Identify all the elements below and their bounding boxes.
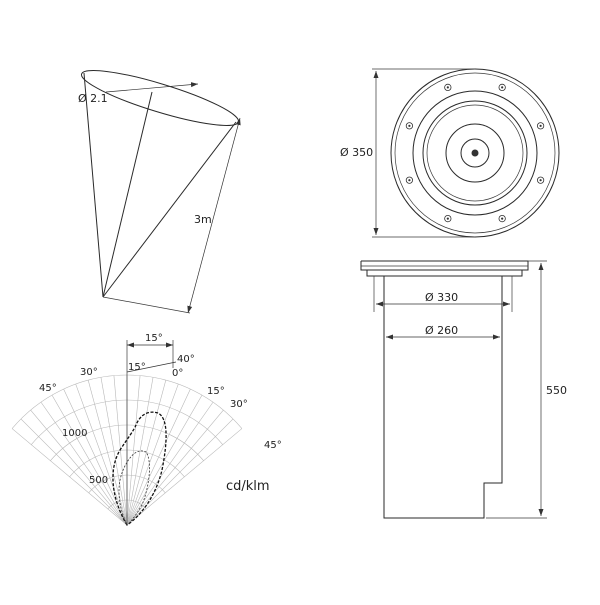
screw-hole xyxy=(536,176,545,184)
angle-label-0: 0° xyxy=(172,368,183,379)
luminaire-side-view: Ø 330 Ø 260 550 xyxy=(360,260,567,519)
top-view-diameter-label: Ø 350 xyxy=(340,146,373,159)
beam-diameter-line xyxy=(105,82,199,93)
polar-grid-spoke xyxy=(126,380,167,526)
polar-light-distribution: 15° 40° 15° 0° 30° 45° 15° 30° 45° 1000 … xyxy=(11,333,282,526)
screw-hole xyxy=(498,83,506,92)
cone-edge-center xyxy=(102,91,153,298)
polar-grid-spoke xyxy=(126,428,243,526)
beam-diameter-label: Ø 2.1 xyxy=(78,92,108,105)
unit-label: cd/klm xyxy=(226,479,270,494)
light-distribution-curve-inner xyxy=(118,450,150,526)
angle-label-40: 40° xyxy=(177,354,195,365)
polar-grid-spoke xyxy=(11,428,128,526)
screw-hole xyxy=(498,214,506,223)
polar-grid-spoke xyxy=(126,388,191,526)
screw-holes xyxy=(405,83,545,223)
polar-grid-spoke xyxy=(126,394,203,526)
polar-grid-spoke xyxy=(126,409,224,526)
outer-diameter-label: Ø 330 xyxy=(425,291,458,304)
polar-grid-spoke xyxy=(63,388,128,526)
polar-grid-spoke xyxy=(30,409,128,526)
screw-hole xyxy=(444,83,452,92)
polar-grid-spoke xyxy=(75,383,128,526)
polar-grid-spoke xyxy=(51,394,128,526)
angle-label-30-left: 30° xyxy=(80,367,98,378)
polar-grid-spoke xyxy=(126,375,141,526)
angle-label-15-inner: 15° xyxy=(128,362,146,373)
polar-grid-spoke xyxy=(40,401,128,526)
body-outline xyxy=(383,276,503,519)
dimension-40-line xyxy=(126,361,177,373)
radial-label-500: 500 xyxy=(89,475,108,486)
luminaire-top-view: Ø 350 xyxy=(340,68,560,238)
angle-label-15-right: 15° xyxy=(207,386,225,397)
distance-dimension-line xyxy=(187,117,241,314)
angle-label-45-left: 45° xyxy=(39,383,57,394)
inner-diameter-label: Ø 260 xyxy=(425,324,458,337)
cone-edge-left xyxy=(83,72,104,298)
screw-hole xyxy=(405,176,414,184)
polar-grid-spoke xyxy=(20,418,128,526)
light-distribution-curve xyxy=(112,411,167,526)
cone-edge-right xyxy=(102,121,237,298)
polar-grid-spoke xyxy=(87,380,128,526)
angle-label-45-right: 45° xyxy=(264,440,282,451)
polar-grid-spoke xyxy=(100,377,128,526)
angle-label-15-top: 15° xyxy=(145,333,163,344)
angle-label-30-right: 30° xyxy=(230,399,248,410)
screw-hole xyxy=(536,122,545,130)
screw-hole xyxy=(444,214,452,223)
distance-label: 3m xyxy=(194,213,212,226)
screw-hole xyxy=(405,122,414,130)
distance-extension-line xyxy=(102,296,191,314)
radial-label-1000: 1000 xyxy=(62,428,87,439)
polar-grid-spoke xyxy=(126,401,214,526)
polar-grid-spoke xyxy=(126,377,154,526)
height-label: 550 xyxy=(546,384,567,397)
beam-cone-diagram: Ø 2.1 3m xyxy=(78,70,241,314)
polar-grid-spoke xyxy=(126,383,179,526)
